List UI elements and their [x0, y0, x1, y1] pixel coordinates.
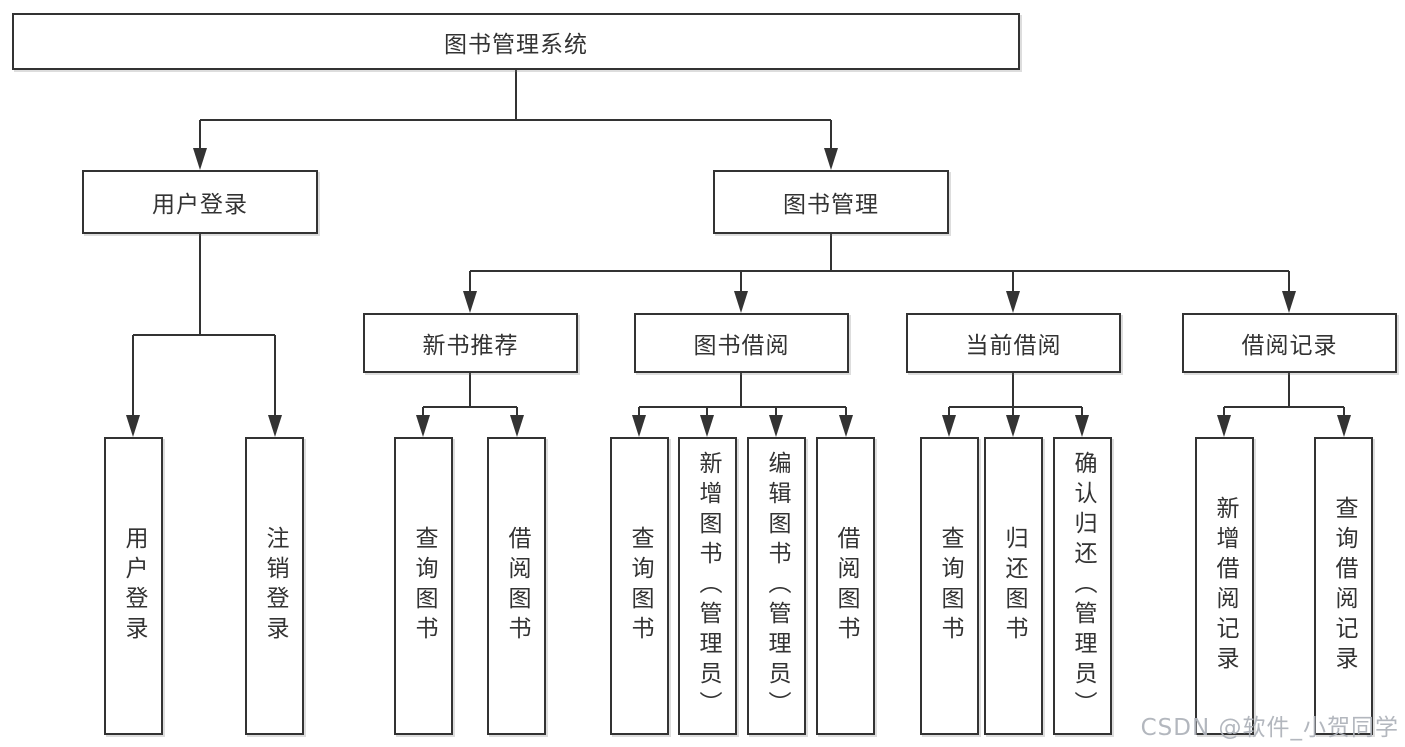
watermark: CSDN @软件_小贺同学 — [1140, 715, 1399, 741]
arrowheads — [126, 148, 1351, 437]
leaf-br-query-record: 查询借阅记录 — [1314, 437, 1373, 735]
node-user-login-label: 用户登录 — [152, 192, 248, 218]
node-new-book-recommend-label: 新书推荐 — [422, 333, 519, 359]
leaf-br-query-record-label: 查询借阅记录 — [1331, 496, 1357, 676]
leaf-user-login-label: 用户登录 — [121, 526, 147, 646]
leaf-cb-return-book-label: 归还图书 — [1001, 526, 1027, 646]
leaf-nb-query-book: 查询图书 — [394, 437, 453, 735]
leaf-cb-query-book-label: 查询图书 — [937, 526, 963, 646]
leaf-bb-borrow-book: 借阅图书 — [816, 437, 875, 735]
node-book-borrow: 图书借阅 — [634, 313, 849, 373]
leaf-bb-add-book: 新增图书（管理员） — [678, 437, 737, 735]
leaf-bb-query-book-label: 查询图书 — [627, 526, 653, 646]
leaf-bb-add-book-label: 新增图书（管理员） — [695, 451, 721, 721]
node-book-borrow-label: 图书借阅 — [693, 333, 790, 359]
node-current-borrow: 当前借阅 — [906, 313, 1121, 373]
leaf-cb-return-book: 归还图书 — [984, 437, 1043, 735]
leaf-cb-confirm-return: 确认归还（管理员） — [1053, 437, 1112, 735]
leaf-br-add-record-label: 新增借阅记录 — [1212, 496, 1238, 676]
leaf-nb-query-book-label: 查询图书 — [411, 526, 437, 646]
leaf-bb-edit-book-label: 编辑图书（管理员） — [764, 451, 790, 721]
node-root: 图书管理系统 — [12, 13, 1020, 70]
node-borrow-record-label: 借阅记录 — [1241, 333, 1338, 359]
leaf-bb-edit-book: 编辑图书（管理员） — [747, 437, 806, 735]
node-new-book-recommend: 新书推荐 — [363, 313, 578, 373]
leaf-logout-label: 注销登录 — [262, 526, 288, 646]
node-book-management-label: 图书管理 — [783, 192, 879, 218]
leaf-nb-borrow-book: 借阅图书 — [487, 437, 546, 735]
leaf-cb-query-book: 查询图书 — [920, 437, 979, 735]
leaf-cb-confirm-return-label: 确认归还（管理员） — [1070, 451, 1096, 721]
leaf-nb-borrow-book-label: 借阅图书 — [504, 526, 530, 646]
node-user-login: 用户登录 — [82, 170, 318, 234]
leaf-br-add-record: 新增借阅记录 — [1195, 437, 1254, 735]
leaf-bb-borrow-book-label: 借阅图书 — [833, 526, 859, 646]
node-book-management: 图书管理 — [713, 170, 949, 234]
leaf-logout: 注销登录 — [245, 437, 304, 735]
leaf-user-login: 用户登录 — [104, 437, 163, 735]
node-borrow-record: 借阅记录 — [1182, 313, 1397, 373]
node-root-label: 图书管理系统 — [444, 31, 588, 58]
node-current-borrow-label: 当前借阅 — [965, 333, 1062, 359]
leaf-bb-query-book: 查询图书 — [610, 437, 669, 735]
